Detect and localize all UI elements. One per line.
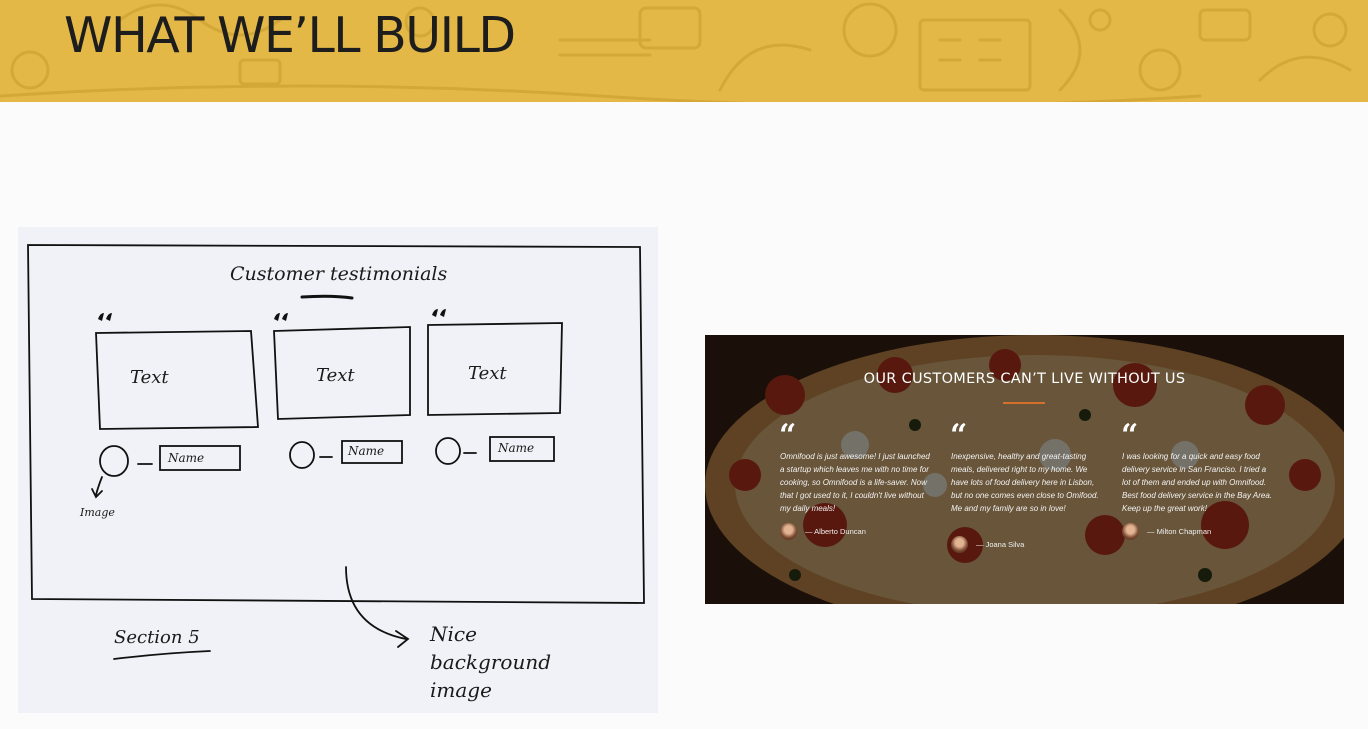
dark-overlay <box>705 335 1344 604</box>
sketch-note: Nice background image <box>430 622 552 702</box>
slide-title: WHAT WE’LL BUILD <box>64 7 516 64</box>
header-doodle-pattern <box>0 2 1352 102</box>
sketch-title: Customer testimonials <box>230 263 448 285</box>
testimonial-author: — Milton Chapman <box>1122 523 1211 540</box>
avatar <box>951 536 968 553</box>
wireframe-sketch-photo: Customer testimonials Text Text Text Nam… <box>18 227 658 713</box>
slide-header: WHAT WE’LL BUILD <box>0 0 1368 102</box>
avatar <box>1122 523 1139 540</box>
testimonial-author: — Alberto Duncan <box>780 523 866 540</box>
sketch-image-label: Image <box>80 506 115 519</box>
author-name: — Joana Silva <box>976 540 1025 549</box>
sketch-text-label: Text <box>468 363 507 384</box>
sketch-text-label: Text <box>316 365 355 386</box>
testimonial-card: “ Inexpensive, healthy and great-tasting… <box>950 418 1101 553</box>
sketch-name-label: Name <box>168 451 205 465</box>
sketch-name-label: Name <box>498 441 535 455</box>
sketch-section-label: Section 5 <box>114 627 200 648</box>
sketch-name-label: Name <box>348 444 385 458</box>
testimonial-card: “ I was looking for a quick and easy foo… <box>1121 418 1272 540</box>
sketch-text-label: Text <box>130 367 169 388</box>
author-name: — Milton Chapman <box>1147 527 1212 536</box>
author-name: — Alberto Duncan <box>805 527 866 536</box>
avatar <box>780 523 797 540</box>
quote-mark-icon: “ <box>1121 418 1139 453</box>
testimonials-mockup: OUR CUSTOMERS CAN’T LIVE WITHOUT US “ Om… <box>705 335 1344 604</box>
mockup-heading: OUR CUSTOMERS CAN’T LIVE WITHOUT US <box>863 371 1186 387</box>
testimonial-text: Omnifood is just awesome! I just launche… <box>780 452 930 513</box>
sketch-drawing <box>27 244 645 660</box>
testimonial-card: “ Omnifood is just awesome! I just launc… <box>779 418 930 540</box>
quote-mark-icon: “ <box>779 418 797 453</box>
testimonial-text: Inexpensive, healthy and great-tasting m… <box>951 452 1099 513</box>
heading-divider <box>1003 402 1045 404</box>
testimonial-text: I was looking for a quick and easy food … <box>1122 452 1272 513</box>
testimonial-author: — Joana Silva <box>951 536 1024 553</box>
quote-mark-icon: “ <box>950 418 968 453</box>
